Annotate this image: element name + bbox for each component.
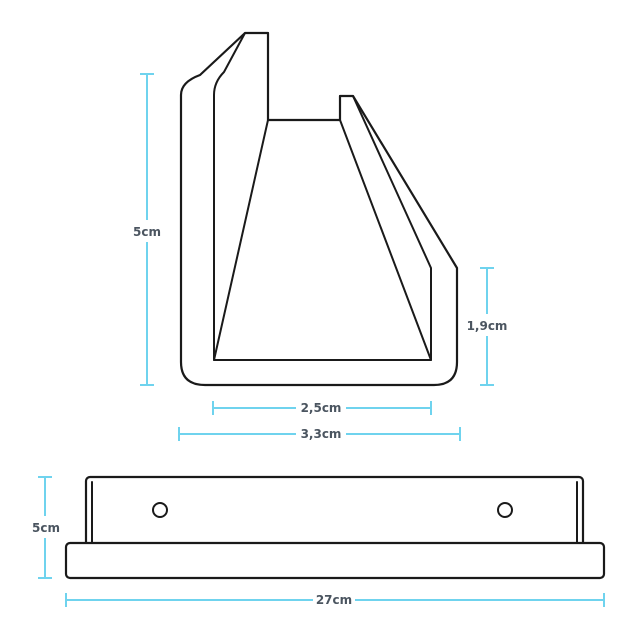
dim-outer-width: 3,3cm [178,427,461,441]
mounting-hole-left [152,502,168,518]
dim-lip-height: 1,9cm [467,267,508,386]
dim-side-height: 5cm [133,73,161,386]
outer-width-label: 3,3cm [301,427,342,441]
dim-front-length: 27cm [65,593,605,607]
front-height-label: 5cm [32,521,60,535]
side-height-label: 5cm [133,225,161,239]
dim-front-height: 5cm [32,476,60,579]
front-view [64,475,606,580]
back-wall-face [213,32,269,361]
side-profile [179,31,459,387]
mounting-hole-right [497,502,513,518]
front-lip [64,541,606,580]
front-length-label: 27cm [316,593,352,607]
dim-inner-width: 2,5cm [212,401,432,415]
back-plate [84,475,585,551]
lip-height-label: 1,9cm [467,319,508,333]
inner-width-label: 2,5cm [301,401,342,415]
dimension-lines: 5cm 1,9cm 2,5cm 3,3cm [32,73,605,607]
back-plate-bevel [91,481,578,544]
side-profile-outline [179,31,459,387]
front-lip-face [339,95,432,361]
